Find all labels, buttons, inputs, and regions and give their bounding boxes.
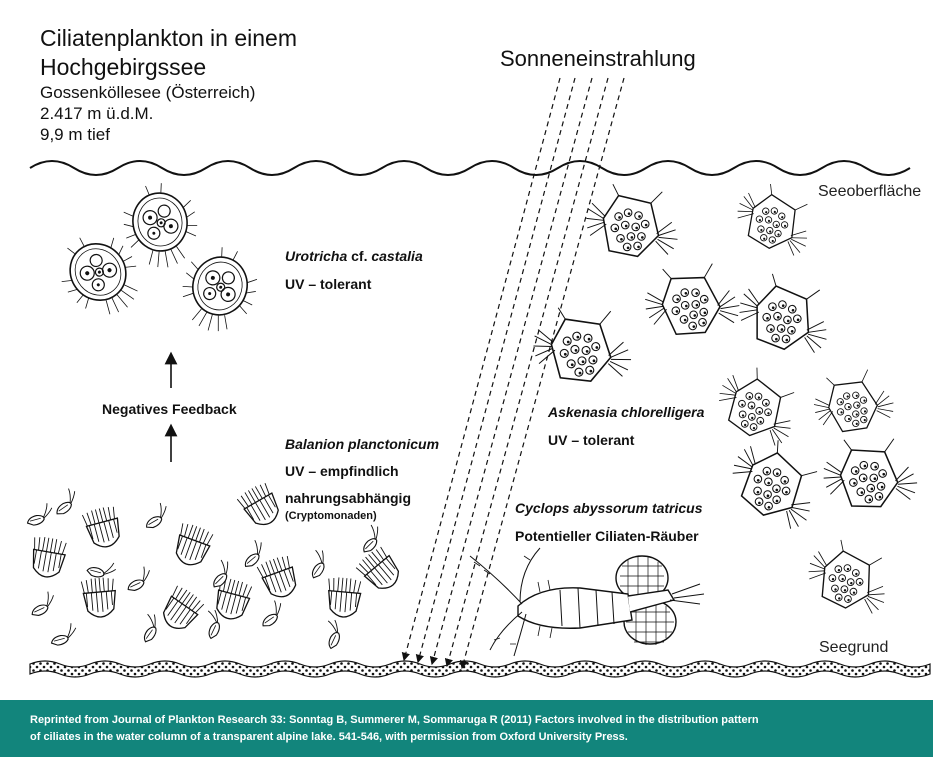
title-line-1: Ciliatenplankton in einem: [40, 25, 297, 51]
feedback-label: Negatives Feedback: [102, 401, 237, 417]
urotricha-cells: [45, 177, 266, 341]
citation-line-1: Reprinted from Journal of Plankton Resea…: [30, 714, 759, 726]
lake-diagram: [22, 77, 931, 678]
title-line-2: Hochgebirgssee: [40, 54, 207, 80]
sunlight-label: Sonneneinstrahlung: [500, 46, 696, 71]
water-surface-line: [29, 160, 911, 176]
lake-location: Gossenköllesee (Österreich): [40, 83, 256, 102]
balanion-property: UV – empfindlich: [285, 463, 399, 479]
askenasia-property: UV – tolerant: [548, 432, 635, 448]
urotricha-qualifier: cf.: [347, 248, 372, 264]
lake-depth: 9,9 m tief: [40, 125, 110, 144]
citation-line-2: of ciliates in the water column of a tra…: [30, 731, 628, 743]
lake-altitude: 2.417 m ü.d.M.: [40, 104, 154, 123]
cyclops-copepod: [469, 547, 705, 657]
balanion-property-2: nahrungsabhängig: [285, 490, 411, 506]
askenasia-name: Askenasia chlorelligera: [548, 404, 704, 420]
cyclops-name-text: Cyclops abyssorum tatricus: [515, 500, 703, 516]
balanion-note: (Cryptomonaden): [285, 510, 377, 522]
urotricha-name: Urotricha cf. castalia: [285, 248, 423, 264]
urotricha-property: UV – tolerant: [285, 276, 372, 292]
balanion-name-text: Balanion planctonicum: [285, 436, 440, 452]
bottom-label: Seegrund: [819, 639, 889, 656]
balanion-name: Balanion planctonicum: [285, 436, 439, 452]
citation-footer: Reprinted from Journal of Plankton Resea…: [0, 700, 933, 757]
urotricha-epithet: castalia: [371, 248, 423, 264]
lake-bottom: [29, 660, 931, 678]
askenasia-cells: [529, 175, 921, 618]
cyclops-name: Cyclops abyssorum tatricus: [515, 500, 703, 516]
cyclops-property: Potentieller Ciliaten-Räuber: [515, 528, 699, 544]
surface-label: Seeoberfläche: [818, 183, 922, 200]
citation-text: Reprinted from Journal of Plankton Resea…: [30, 712, 910, 746]
sun-rays: [401, 77, 625, 670]
urotricha-genus: Urotricha: [285, 248, 348, 264]
askenasia-name-text: Askenasia chlorelligera: [548, 404, 705, 420]
diagram-title: Ciliatenplankton in einem Hochgebirgssee: [40, 24, 297, 82]
